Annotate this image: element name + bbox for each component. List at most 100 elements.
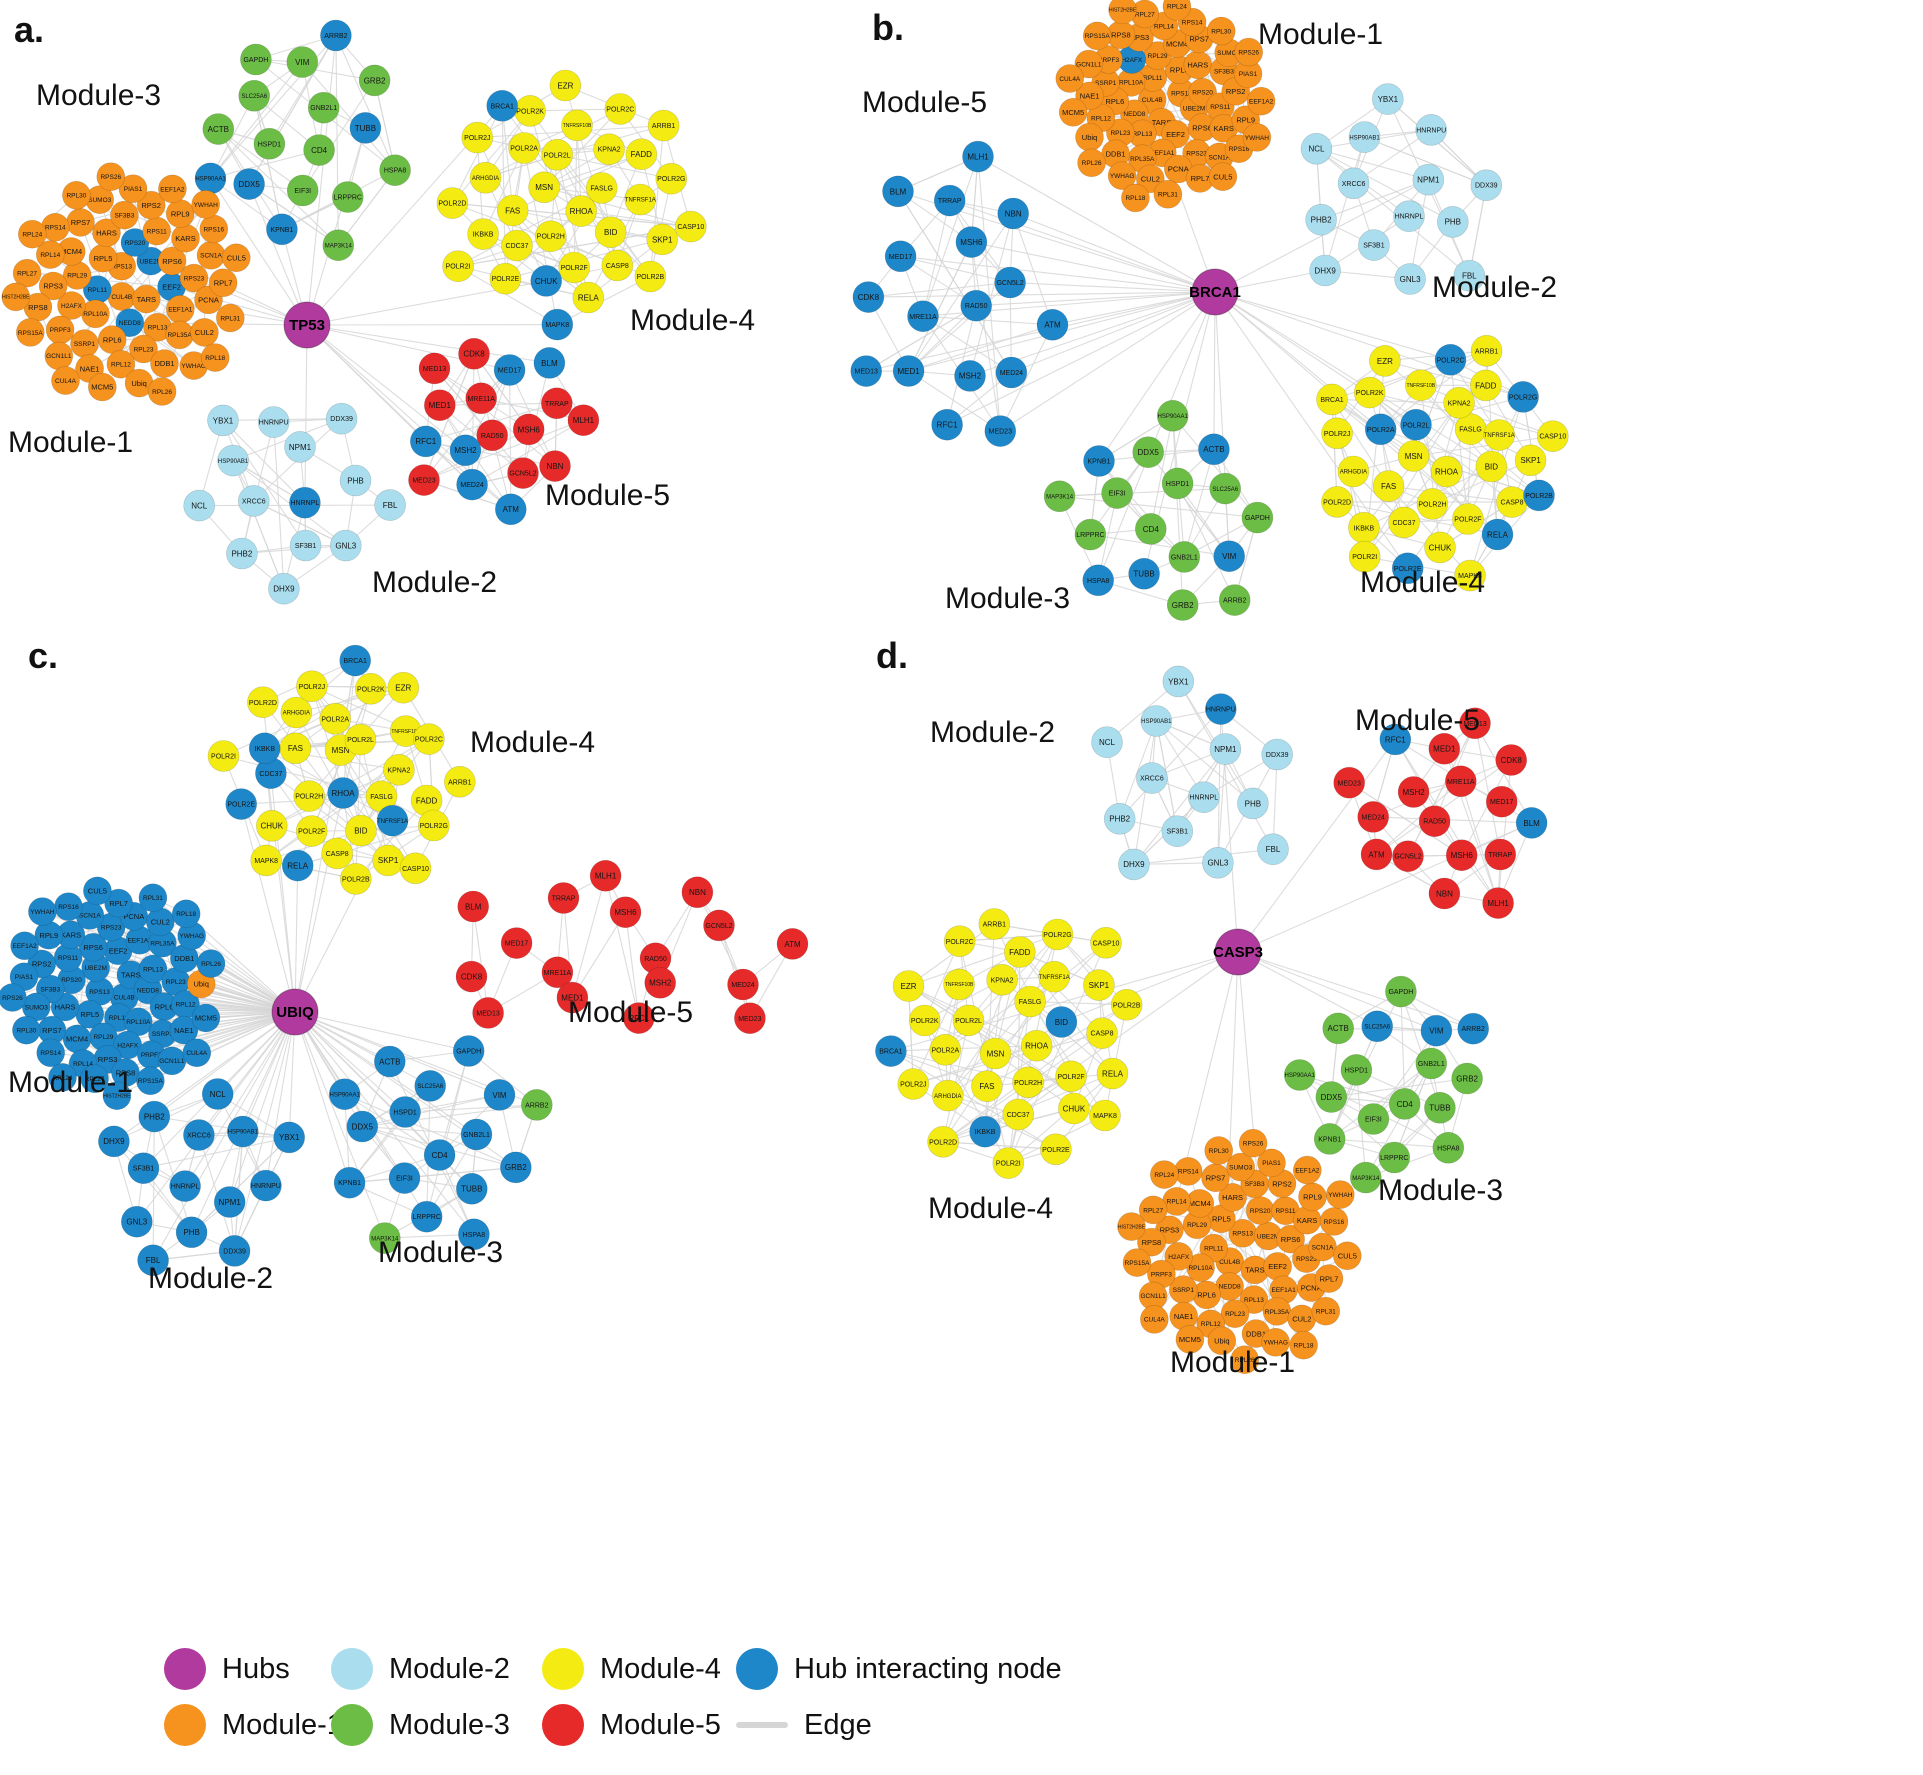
gene-label-RPS14: RPS14 bbox=[45, 225, 66, 232]
gene-node-RHOA bbox=[565, 195, 598, 227]
edge bbox=[426, 1134, 477, 1217]
gene-label-BID: BID bbox=[1485, 462, 1499, 471]
gene-node-POLR2K bbox=[1353, 376, 1386, 409]
gene-label-MED17: MED17 bbox=[505, 941, 528, 948]
gene-node-RPL13 bbox=[138, 954, 168, 984]
gene-label-RPL31: RPL31 bbox=[1158, 192, 1178, 199]
gene-label-POLR2J: POLR2J bbox=[464, 135, 490, 142]
edge bbox=[562, 897, 573, 998]
gene-label-POLR2E: POLR2E bbox=[227, 802, 255, 809]
gene-label-ATM: ATM bbox=[784, 940, 801, 949]
gene-label-POLR2A: POLR2A bbox=[1367, 427, 1395, 434]
gene-node-RPL27 bbox=[80, 1064, 109, 1094]
gene-node-MED17 bbox=[884, 240, 917, 273]
gene-node-CASP10 bbox=[399, 852, 432, 885]
edge bbox=[306, 127, 366, 326]
gene-label-POLR2J: POLR2J bbox=[1324, 431, 1350, 438]
gene-label-SF3B1: SF3B1 bbox=[295, 543, 317, 550]
gene-label-RAD50: RAD50 bbox=[1423, 819, 1446, 826]
gene-label-HSPD1: HSPD1 bbox=[1166, 481, 1189, 488]
edge bbox=[210, 61, 303, 179]
gene-label-RFC1: RFC1 bbox=[415, 437, 436, 446]
edge bbox=[426, 1050, 470, 1217]
gene-label-RPS26: RPS26 bbox=[100, 174, 121, 181]
gene-label-GRB2: GRB2 bbox=[505, 1163, 527, 1172]
gene-label-POLR2D: POLR2D bbox=[929, 1139, 957, 1146]
gene-label-RPL14: RPL14 bbox=[73, 1061, 93, 1068]
gene-label-RPS13: RPS13 bbox=[89, 989, 110, 996]
edge bbox=[302, 80, 376, 191]
gene-label-RPL5: RPL5 bbox=[94, 254, 113, 263]
gene-label-POLR2H: POLR2H bbox=[1418, 501, 1446, 508]
module2-swatch-icon bbox=[331, 1648, 373, 1690]
edge bbox=[1376, 780, 1462, 855]
gene-node-NBN bbox=[997, 197, 1030, 230]
gene-label-POLR2I: POLR2I bbox=[446, 264, 471, 271]
gene-node-MED13 bbox=[1459, 707, 1491, 740]
gene-label-PHB2: PHB2 bbox=[144, 1113, 165, 1122]
edge bbox=[1420, 384, 1553, 437]
edge bbox=[890, 951, 1239, 1052]
gene-label-TRRAP: TRRAP bbox=[552, 896, 576, 903]
gene-label-RPL18: RPL18 bbox=[1294, 1343, 1314, 1350]
gene-label-MSN: MSN bbox=[535, 183, 553, 192]
gene-label-CUL4A: CUL4A bbox=[186, 1050, 208, 1057]
gene-label-POLR2K: POLR2K bbox=[516, 108, 544, 115]
gene-label-PIAS1: PIAS1 bbox=[124, 186, 143, 193]
gene-node-MED13 bbox=[472, 997, 504, 1029]
gene-label-IKBKB: IKBKB bbox=[975, 1129, 996, 1136]
gene-label-LRPPRC: LRPPRC bbox=[412, 1214, 440, 1221]
edge bbox=[1214, 291, 1498, 535]
gene-node-DHX9 bbox=[98, 1125, 130, 1158]
gene-label-GCN1L1: GCN1L1 bbox=[46, 353, 72, 360]
gene-node-CD4 bbox=[303, 134, 335, 166]
gene-label-KPNA2: KPNA2 bbox=[991, 977, 1014, 984]
gene-label-MSH2: MSH2 bbox=[649, 979, 672, 988]
gene-label-RFC1: RFC1 bbox=[628, 1014, 649, 1023]
gene-node-HNRNPL bbox=[1393, 200, 1425, 232]
gene-label-RPL23: RPL23 bbox=[166, 979, 186, 986]
edge bbox=[543, 186, 691, 228]
gene-label-MED1: MED1 bbox=[561, 993, 584, 1002]
gene-label-CASP10: CASP10 bbox=[1539, 434, 1566, 441]
gene-node-RPL18 bbox=[1121, 183, 1150, 213]
gene-node-YWHAG bbox=[1107, 161, 1137, 190]
gene-label-YWHAG: YWHAG bbox=[179, 933, 204, 940]
gene-node-POLR2J bbox=[296, 670, 328, 703]
gene-label-RPL24: RPL24 bbox=[1154, 1172, 1174, 1179]
gene-node-HNRNPU bbox=[250, 1169, 282, 1202]
gene-label-MSH6: MSH6 bbox=[960, 238, 983, 247]
gene-label-NPM1: NPM1 bbox=[1214, 745, 1237, 754]
edge bbox=[301, 61, 396, 171]
gene-label-RPS26: RPS26 bbox=[1243, 1141, 1264, 1148]
gene-node-HNRNPU bbox=[257, 406, 290, 438]
gene-node-TARS bbox=[132, 284, 161, 314]
gene-node-MAP3K14 bbox=[322, 229, 355, 261]
gene-node-POLR2A bbox=[1364, 413, 1397, 446]
gene-label-HSP90AB1: HSP90AB1 bbox=[228, 1130, 259, 1136]
gene-label-RHOA: RHOA bbox=[1435, 468, 1459, 477]
gene-label-POLR2G: POLR2G bbox=[420, 823, 448, 830]
gene-node-HNRNPU bbox=[1205, 693, 1237, 725]
edge bbox=[171, 286, 308, 326]
gene-label-CHUK: CHUK bbox=[535, 277, 558, 286]
gene-label-MCM4: MCM4 bbox=[66, 1035, 88, 1044]
gene-label-HARS: HARS bbox=[96, 229, 117, 238]
panel-d-nodes: HNRNPLXRCC6NPM1SF3B1HSP90AB1PHBPHB2HNRNP… bbox=[875, 635, 1548, 1379]
gene-label-FBL: FBL bbox=[1266, 845, 1281, 854]
gene-node-POLR2C bbox=[604, 93, 637, 125]
gene-label-CD4: CD4 bbox=[1397, 1100, 1414, 1109]
gene-label-ARRB1: ARRB1 bbox=[448, 779, 471, 786]
gene-node-FBL bbox=[1257, 833, 1289, 866]
gene-node-TUBB bbox=[1128, 557, 1160, 590]
module-label-a-module-5: Module-5 bbox=[545, 479, 670, 512]
edge bbox=[262, 701, 362, 831]
gene-label-ACTB: ACTB bbox=[208, 125, 229, 134]
gene-label-HARS: HARS bbox=[1187, 61, 1208, 70]
edge bbox=[405, 1104, 537, 1113]
gene-label-IKBKB: IKBKB bbox=[254, 746, 275, 753]
gene-node-ACTB bbox=[1322, 1012, 1354, 1045]
gene-label-Ubiq: Ubiq bbox=[1082, 133, 1097, 142]
gene-label-POLR2K: POLR2K bbox=[357, 686, 385, 693]
gene-label-TARS: TARS bbox=[1245, 1266, 1264, 1275]
